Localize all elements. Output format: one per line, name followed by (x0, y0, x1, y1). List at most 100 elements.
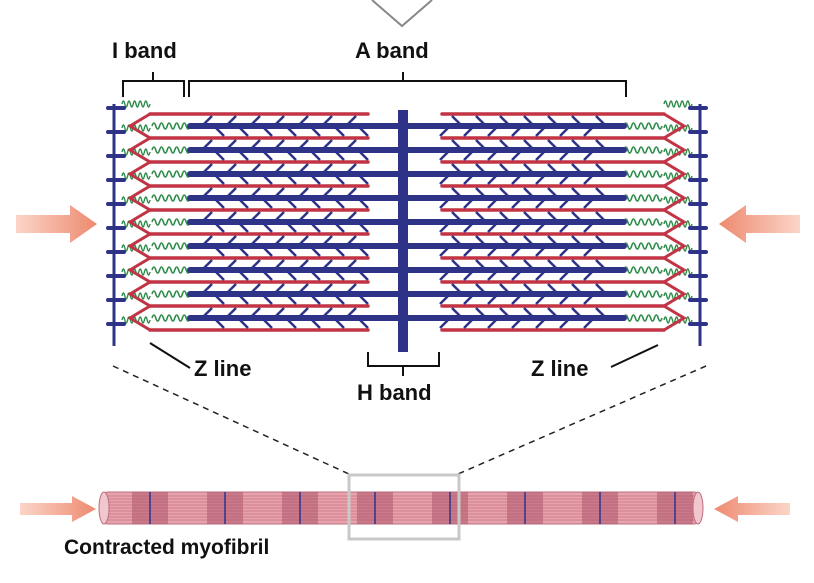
myosin-head (335, 199, 345, 209)
myosin-head (487, 223, 497, 233)
myosin-head (487, 271, 497, 281)
myosin-head (203, 283, 213, 293)
myosin-head (215, 271, 225, 281)
myosin-head (323, 235, 333, 245)
myosin-head (571, 307, 581, 317)
myosin-head (475, 307, 485, 317)
myosin-head (595, 115, 605, 125)
myosin-head (215, 247, 225, 257)
myosin-head (439, 223, 449, 233)
myofibril-end (98, 491, 110, 525)
myosin-head (251, 235, 261, 245)
myosin-head (499, 307, 509, 317)
myosin-head (559, 247, 569, 257)
myosin-head (451, 139, 461, 149)
chevron-down-icon (371, 0, 433, 28)
myosin-head (571, 259, 581, 269)
arrow-left-icon (719, 205, 800, 243)
myosin-head (275, 115, 285, 125)
myosin-head (535, 127, 545, 137)
myosin-head (359, 199, 369, 209)
myosin-head (547, 163, 557, 173)
myosin-head (263, 247, 273, 257)
myosin-head (487, 247, 497, 257)
myosin-head (311, 127, 321, 137)
myosin-head (487, 199, 497, 209)
myosin-head (311, 223, 321, 233)
myosin-head (359, 247, 369, 257)
myosin-head (595, 139, 605, 149)
myosin-head (571, 235, 581, 245)
myosin-head (511, 199, 521, 209)
myosin-head (583, 247, 593, 257)
myosin-head (323, 211, 333, 221)
myosin-head (451, 187, 461, 197)
myosin-head (203, 259, 213, 269)
myosin-head (523, 283, 533, 293)
h-band-label: H band (357, 380, 432, 405)
myosin-head (523, 307, 533, 317)
myosin-head (239, 175, 249, 185)
myosin-head (299, 235, 309, 245)
myosin-head (535, 295, 545, 305)
titin-spring (623, 194, 663, 202)
myosin-head (463, 151, 473, 161)
myosin-head (475, 283, 485, 293)
myosin-head (203, 139, 213, 149)
myosin-head (499, 115, 509, 125)
titin-spring (151, 218, 191, 226)
myosin-head (451, 115, 461, 125)
myosin-head (523, 211, 533, 221)
myosin-head (451, 283, 461, 293)
myosin-head (439, 271, 449, 281)
z-disc-right (661, 112, 687, 332)
myosin-head (463, 295, 473, 305)
myosin-head (451, 307, 461, 317)
myosin-head (287, 271, 297, 281)
myosin-head (583, 151, 593, 161)
myosin-head (451, 163, 461, 173)
myosin-head (595, 163, 605, 173)
myosin-head (215, 151, 225, 161)
myosin-head (439, 151, 449, 161)
i-band-label: I band (112, 38, 177, 63)
myosin-head (275, 139, 285, 149)
myosin-head (323, 139, 333, 149)
myosin-head (511, 271, 521, 281)
myosin-head (499, 187, 509, 197)
myosin-head (347, 235, 357, 245)
selection-box (347, 473, 461, 541)
myosin-head (559, 127, 569, 137)
myosin-head (475, 259, 485, 269)
myosin-head (299, 259, 309, 269)
i-band-bracket (122, 72, 185, 97)
myosin-head (523, 115, 533, 125)
myosin-head (251, 139, 261, 149)
myosin-head (263, 151, 273, 161)
myosin-head (203, 307, 213, 317)
myosin-head (595, 211, 605, 221)
titin-spring (623, 218, 663, 226)
myosin-head (323, 115, 333, 125)
myosin-head (323, 187, 333, 197)
myosin-head (511, 223, 521, 233)
myosin-head (251, 187, 261, 197)
myosin-head (511, 247, 521, 257)
myosin-head (251, 211, 261, 221)
myosin-head (463, 223, 473, 233)
myosin-head (583, 319, 593, 329)
titin-spring (151, 194, 191, 202)
myosin-head (347, 187, 357, 197)
myosin-head (239, 223, 249, 233)
myosin-head (263, 223, 273, 233)
myosin-head (535, 199, 545, 209)
myosin-head (439, 247, 449, 257)
titin-spring (151, 266, 191, 274)
myosin-head (263, 295, 273, 305)
myosin-head (583, 223, 593, 233)
myosin-head (559, 295, 569, 305)
myosin-head (239, 271, 249, 281)
titin-spring (121, 100, 151, 108)
myosin-head (311, 175, 321, 185)
myosin-head (559, 199, 569, 209)
